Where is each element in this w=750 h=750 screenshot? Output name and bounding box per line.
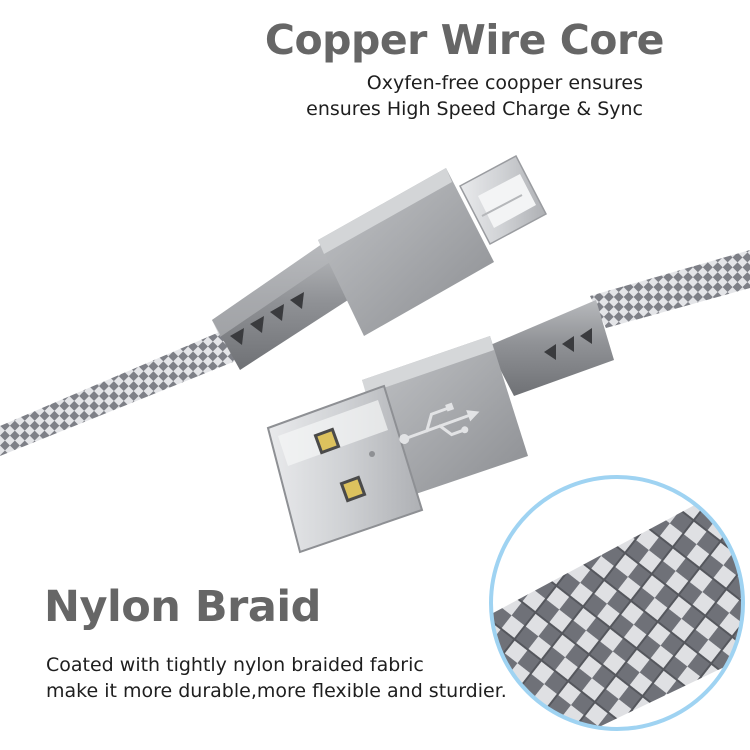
usb-a-cable	[590, 250, 750, 328]
braid-zoom-circle	[489, 475, 745, 731]
usb-a-connector	[266, 300, 614, 554]
nylon-braid-heading: Nylon Braid	[44, 582, 321, 632]
nylon-braid-description: Coated with tightly nylon braided fabric…	[46, 652, 507, 704]
micro-usb-cable	[0, 330, 238, 456]
copper-wire-core-description: Oxyfen-free coopper ensures ensures High…	[306, 70, 643, 122]
copper-wire-core-heading: Copper Wire Core	[264, 16, 665, 64]
nylon-description-line: Coated with tightly nylon braided fabric	[46, 654, 424, 676]
nylon-description-line: make it more durable,more flexible and s…	[46, 680, 507, 702]
copper-description-line: Oxyfen-free coopper ensures	[366, 72, 643, 94]
usb-icon	[399, 402, 480, 444]
micro-usb-connector	[212, 154, 548, 370]
copper-description-line: ensures High Speed Charge & Sync	[306, 98, 643, 120]
